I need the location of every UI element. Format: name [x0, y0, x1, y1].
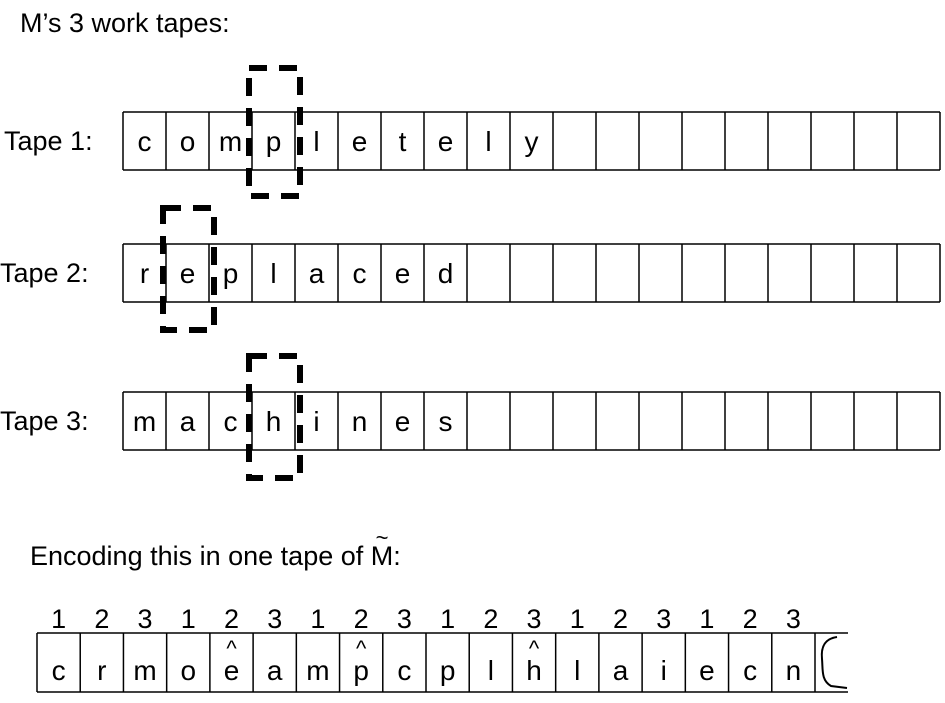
encoding-caption: Encoding this in one tape of M:	[30, 541, 401, 571]
tape-cell-symbol: e	[352, 126, 368, 157]
encoded-cell-symbol: e	[224, 655, 240, 686]
encoding-caption-machine: M	[371, 541, 394, 571]
tape-cell-symbol: y	[525, 126, 539, 157]
tape-cell-symbol: e	[395, 258, 411, 289]
track-number-label: 3	[656, 604, 671, 634]
tape-label: Tape 1:	[4, 126, 93, 156]
tape-cell-symbol: p	[223, 258, 239, 289]
encoded-cell-symbol: i	[661, 655, 667, 686]
tape-cell-symbol: o	[180, 126, 196, 157]
track-number-label: 3	[267, 604, 282, 634]
tape-cell-symbol: e	[395, 406, 411, 437]
tape-cell-symbol: m	[133, 406, 156, 437]
track-number-label: 2	[483, 604, 498, 634]
encoded-cell-symbol: a	[613, 655, 629, 686]
tape-cell-symbol: e	[438, 126, 454, 157]
track-number-label: 3	[786, 604, 801, 634]
encoded-cell-symbol: c	[397, 655, 411, 686]
tape-cell-symbol: r	[140, 258, 149, 289]
tape-head-marker	[160, 205, 217, 333]
track-number-label: 1	[310, 604, 325, 634]
track-number-label: 3	[397, 604, 412, 634]
track-number-label: 1	[570, 604, 585, 634]
encoded-cell-symbol: n	[786, 655, 802, 686]
tape-label: Tape 2:	[0, 258, 89, 288]
tape-cell-symbol: c	[224, 406, 238, 437]
encoded-cell-symbol: c	[52, 655, 66, 686]
track-number-label: 2	[743, 604, 758, 634]
encoded-cell-symbol: m	[133, 655, 156, 686]
track-number-label: 3	[138, 604, 153, 634]
tape-cell-symbol: l	[485, 126, 491, 157]
track-number-label: 2	[613, 604, 628, 634]
tape-cell-symbol: d	[438, 258, 454, 289]
track-number-label: 1	[51, 604, 66, 634]
track-number-label: 1	[440, 604, 455, 634]
tape-cell-symbol: i	[313, 406, 319, 437]
track-number-label: 1	[699, 604, 714, 634]
heading: M’s 3 work tapes:	[20, 8, 230, 38]
encoded-cell-symbol: r	[97, 655, 106, 686]
track-number-label: 2	[354, 604, 369, 634]
track-number-label: 3	[527, 604, 542, 634]
encoded-cell-symbol: h	[526, 655, 542, 686]
head-position-hat: ^	[529, 636, 540, 661]
tape-cell-symbol: p	[266, 126, 282, 157]
tape-cell-symbol: h	[266, 406, 282, 437]
tape-cell-symbol: a	[309, 258, 325, 289]
encoded-cell-symbol: p	[353, 655, 369, 686]
encoded-cell-symbol: c	[743, 655, 757, 686]
encoded-cell-symbol: l	[574, 655, 580, 686]
tape-cell-symbol: n	[352, 406, 368, 437]
track-number-label: 1	[181, 604, 196, 634]
tape-cell-symbol: t	[399, 126, 407, 157]
tape-cell-symbol: m	[219, 126, 242, 157]
encoded-cell-symbol: l	[488, 655, 494, 686]
encoding-caption-suffix: :	[393, 541, 401, 571]
encoding-caption-prefix: Encoding this in one tape of	[30, 541, 371, 571]
tape-cell-symbol: e	[180, 258, 196, 289]
encoded-cell-symbol: a	[267, 655, 283, 686]
encoded-cell-symbol: m	[306, 655, 329, 686]
encoded-cell-symbol: p	[440, 655, 456, 686]
tape-cell-symbol: l	[313, 126, 319, 157]
encoded-tape-torn-end	[820, 636, 848, 689]
tape-cell-symbol: a	[180, 406, 196, 437]
encoded-cell-symbol: o	[180, 655, 196, 686]
track-number-label: 2	[224, 604, 239, 634]
encoded-cell-symbol: e	[699, 655, 715, 686]
tape-cell-symbol: c	[353, 258, 367, 289]
tape-cell-symbol: s	[439, 406, 453, 437]
tape-label: Tape 3:	[0, 406, 89, 436]
track-number-label: 2	[94, 604, 109, 634]
tape-cell-symbol: l	[270, 258, 276, 289]
tape-cell-symbol: c	[138, 126, 152, 157]
tape-head-marker	[246, 353, 303, 481]
head-position-hat: ^	[356, 636, 367, 661]
encoding-caption-tilde: ~	[376, 525, 389, 550]
head-position-hat: ^	[226, 636, 237, 661]
